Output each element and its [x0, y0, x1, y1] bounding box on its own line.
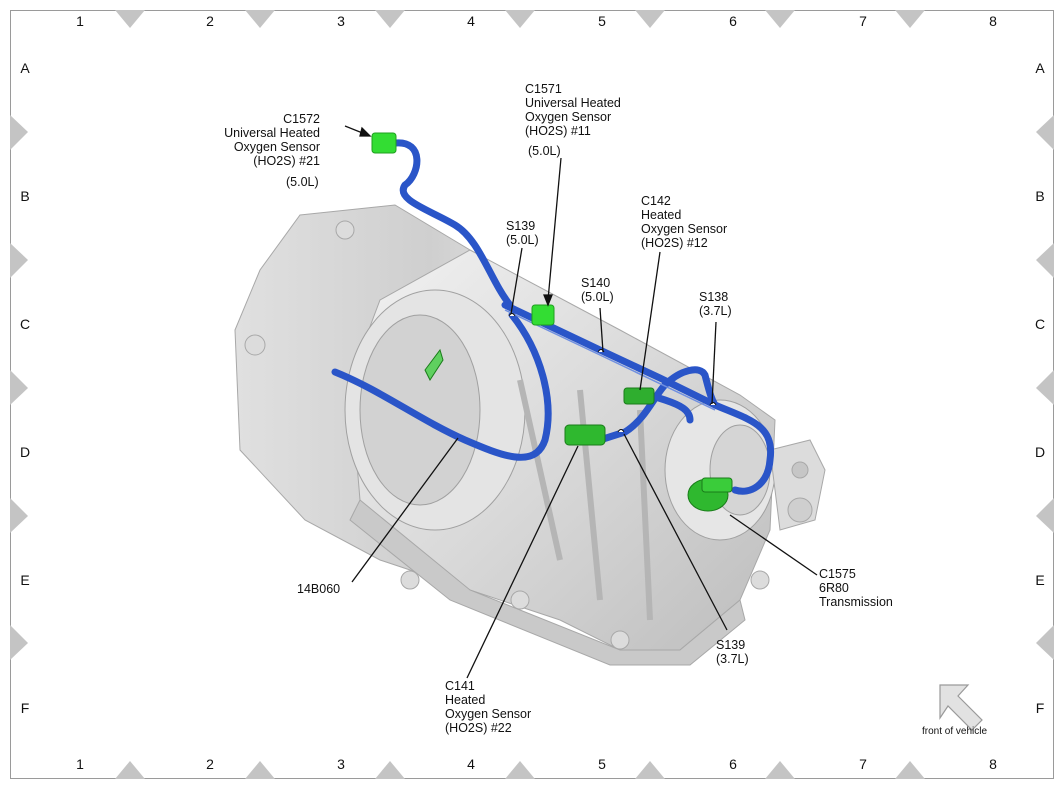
- callout-c1571-engine: (5.0L): [528, 144, 561, 158]
- grid-row-label: A: [20, 60, 30, 76]
- callout-c1571: C1571 Universal Heated Oxygen Sensor (HO…: [525, 82, 621, 138]
- wiring-harness: [331, 139, 775, 495]
- grid-row-label: D: [19, 444, 31, 460]
- callout-c1572-engine: (5.0L): [286, 175, 319, 189]
- callout-s139-5-0l: S139 (5.0L): [506, 219, 539, 247]
- grid-column-label: 1: [76, 13, 84, 29]
- grid-column-label: 5: [598, 756, 606, 772]
- callout-14b060: 14B060: [297, 582, 341, 596]
- grid-column-label: 7: [859, 13, 867, 29]
- grid-row-label: E: [1035, 572, 1045, 588]
- grid-column-label: 8: [989, 756, 997, 772]
- callout-s138: S138 (3.7L): [699, 290, 732, 318]
- grid-row-label: C: [1034, 316, 1046, 332]
- grid-column-label: 2: [206, 756, 214, 772]
- grid-row-label: F: [20, 700, 30, 716]
- grid-column-label: 6: [729, 756, 737, 772]
- grid-row-label: E: [20, 572, 30, 588]
- grid-column-label: 5: [598, 13, 606, 29]
- callout-s139-3-7l: S139 (3.7L): [716, 638, 749, 666]
- grid-column-label: 1: [76, 756, 84, 772]
- grid-row-label: A: [1035, 60, 1045, 76]
- callout-c141: C141 Heated Oxygen Sensor (HO2S) #22: [445, 679, 532, 735]
- front-arrow-icon: [939, 684, 983, 731]
- grid-row-label: D: [1034, 444, 1046, 460]
- grid-column-label: 3: [337, 756, 345, 772]
- c1575-connector: [687, 477, 733, 512]
- grid-column-label: 3: [337, 13, 345, 29]
- callout-c1575: C1575 6R80 Transmission: [819, 567, 893, 609]
- grid-column-label: 8: [989, 13, 997, 29]
- border-markers: [10, 10, 1054, 779]
- grid-row-label: B: [20, 188, 30, 204]
- grid-row-label: F: [1035, 700, 1045, 716]
- callout-s140: S140 (5.0L): [581, 276, 614, 304]
- c142-connector: [623, 387, 655, 405]
- connectors: [371, 132, 733, 512]
- front-of-vehicle-label: front of vehicle: [922, 726, 988, 737]
- grid-column-label: 4: [467, 756, 475, 772]
- grid-column-label: 6: [729, 13, 737, 29]
- grid-row-label: B: [1035, 188, 1045, 204]
- callout-c1572: C1572 Universal Heated Oxygen Sensor (HO…: [224, 112, 320, 168]
- vss-bracket: [424, 348, 444, 382]
- c141-connector: [564, 424, 606, 446]
- transmission-body: [234, 204, 826, 666]
- c1571-connector: [531, 304, 555, 326]
- grid-row-label: C: [19, 316, 31, 332]
- grid-column-label: 4: [467, 13, 475, 29]
- callout-c142: C142 Heated Oxygen Sensor (HO2S) #12: [641, 194, 728, 250]
- leader-lines: [344, 125, 818, 679]
- grid-column-label: 7: [859, 756, 867, 772]
- grid-column-label: 2: [206, 13, 214, 29]
- c1572-connector: [371, 132, 397, 154]
